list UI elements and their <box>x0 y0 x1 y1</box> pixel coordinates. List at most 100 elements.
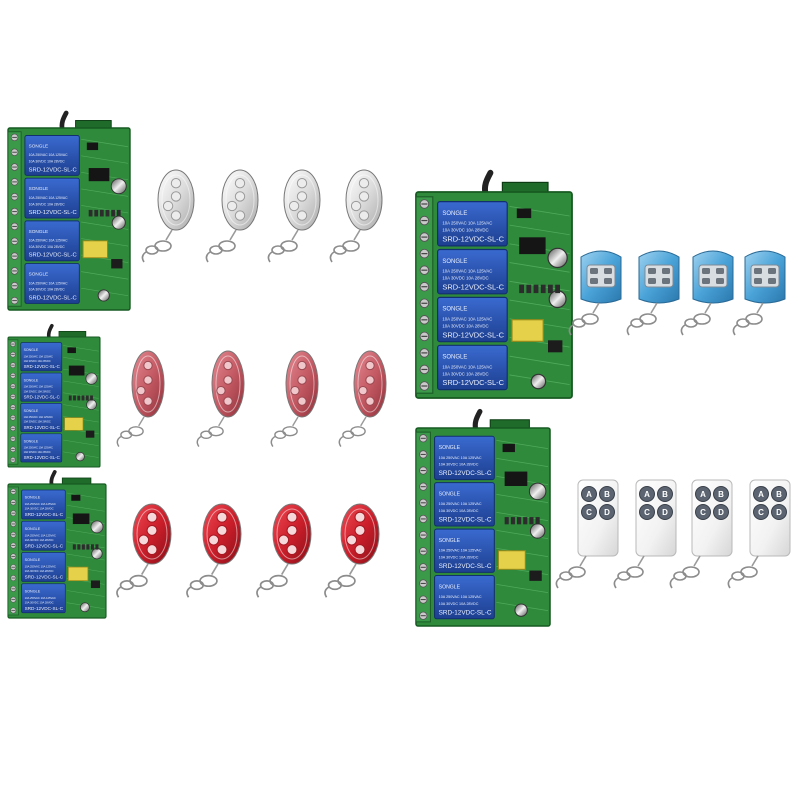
remote-button <box>350 200 362 212</box>
smd-component <box>540 284 546 294</box>
relay <box>24 220 80 262</box>
remote-button-letter: C <box>758 508 764 517</box>
relay <box>20 372 63 402</box>
relay-rating-label: 10A 30VDC 10A 28VDC <box>439 602 479 606</box>
remote-button <box>143 360 153 371</box>
remote-button <box>216 524 228 536</box>
key-ring <box>736 318 750 328</box>
relay-rating-label: 10A 30VDC 10A 28VDC <box>24 451 51 454</box>
remote-button <box>358 191 370 202</box>
remote-button <box>290 385 300 396</box>
lobster-clasp <box>186 586 192 598</box>
smd-component <box>504 517 509 525</box>
remote-button <box>581 504 597 520</box>
remote-button <box>216 511 228 523</box>
relay-rating-label: 10A 30VDC 10A 28VDC <box>29 288 66 292</box>
remote-button <box>234 191 246 202</box>
capacitor <box>86 399 97 410</box>
push-button <box>529 570 542 581</box>
keychain-link <box>693 555 701 567</box>
ic-chip <box>86 142 99 151</box>
remote-rim <box>135 355 161 413</box>
remote-button <box>162 200 174 212</box>
relay-rating-label: 10A 30VDC 10A 28VDC <box>442 324 488 329</box>
capacitor <box>514 603 528 617</box>
smd-component <box>517 517 522 525</box>
remote-button <box>170 210 182 221</box>
smd-component <box>68 395 72 401</box>
transformer <box>511 319 544 342</box>
remote-button-letter: D <box>776 508 782 517</box>
lobster-clasp <box>329 251 335 263</box>
relay-rating-label: 10A 30VDC 10A 28VDC <box>24 360 51 363</box>
remote-button <box>278 534 290 546</box>
relay-brand-label: SONGLE <box>29 143 49 148</box>
relay <box>434 528 495 573</box>
remote-button <box>223 360 233 371</box>
relay-brand-label: SONGLE <box>29 272 49 277</box>
remote-button <box>143 375 153 385</box>
remote-button-letter: C <box>644 508 650 517</box>
lobster-clasp <box>613 577 619 589</box>
remote-button <box>771 504 787 520</box>
relay-model-label: SRD-12VDC-SL-C <box>25 543 64 548</box>
remote-button <box>581 486 597 502</box>
remote-button <box>713 486 729 502</box>
receiver-board: SONGLE 10A 250VAC 10A 125VAC 10A 30VDC 10A… <box>7 323 101 468</box>
key-ring <box>572 318 586 328</box>
ic-chip <box>88 168 110 182</box>
keychain-link <box>353 229 361 241</box>
remote-silver-oval <box>141 169 195 263</box>
remote-button <box>662 268 670 274</box>
smd-component <box>529 517 534 525</box>
lobster-clasp <box>256 586 262 598</box>
relay-model-label: SRD-12VDC-SL-C <box>24 455 60 460</box>
remote-pink-oval <box>270 350 319 447</box>
relay-brand-label: SONGLE <box>24 439 39 443</box>
relay-model-label: SRD-12VDC-SL-C <box>25 575 64 580</box>
remote-blue-metal <box>680 250 734 336</box>
relay-model-label: SRD-12VDC-SL-C <box>29 167 77 173</box>
relay-rating-label: 10A 250VAC 10A 125VAC <box>24 386 53 389</box>
remote-button <box>365 360 375 371</box>
ic-chip <box>504 471 528 486</box>
capacitor <box>85 372 98 385</box>
relay-model-label: SRD-12VDC-SL-C <box>439 470 492 477</box>
keychain-link <box>280 563 289 575</box>
remote-button <box>223 375 233 385</box>
relay-brand-label: SONGLE <box>25 589 41 593</box>
remote-rim <box>349 174 379 226</box>
relay-model-label: SRD-12VDC-SL-C <box>439 517 492 524</box>
key-ring <box>327 580 343 591</box>
lobster-clasp <box>141 251 147 263</box>
remote-button <box>657 504 673 520</box>
smd-component <box>533 284 539 294</box>
ic-chip <box>67 347 76 354</box>
remote-rim <box>206 508 238 560</box>
smd-component <box>548 284 553 294</box>
relay-rating-label: 10A 30VDC 10A 28VDC <box>442 228 488 233</box>
keychain-link <box>348 563 357 575</box>
remote-button <box>346 534 358 546</box>
remote-rim <box>276 508 308 560</box>
relay-brand-label: SONGLE <box>439 538 461 544</box>
keychain-link <box>292 416 299 427</box>
relay-rating-label: 10A 250VAC 10A 125VAC <box>24 416 53 419</box>
key-ring <box>119 580 135 591</box>
relay-rating-label: 10A 30VDC 10A 28VDC <box>439 463 479 467</box>
relay <box>21 520 66 551</box>
lobster-clasp <box>116 586 122 598</box>
relay-rating-label: 10A 30VDC 10A 28VDC <box>24 421 51 424</box>
relay-brand-label: SONGLE <box>439 584 461 590</box>
lobster-clasp <box>555 577 561 589</box>
remote-button <box>365 396 375 406</box>
remote-button <box>716 268 724 274</box>
remote-button-letter: A <box>644 490 650 499</box>
relay-brand-label: SONGLE <box>29 186 49 191</box>
relay <box>20 342 63 372</box>
lobster-clasp <box>324 586 330 598</box>
remote-button <box>590 268 598 274</box>
keychain-link <box>140 563 149 575</box>
keychain-link <box>637 555 645 567</box>
